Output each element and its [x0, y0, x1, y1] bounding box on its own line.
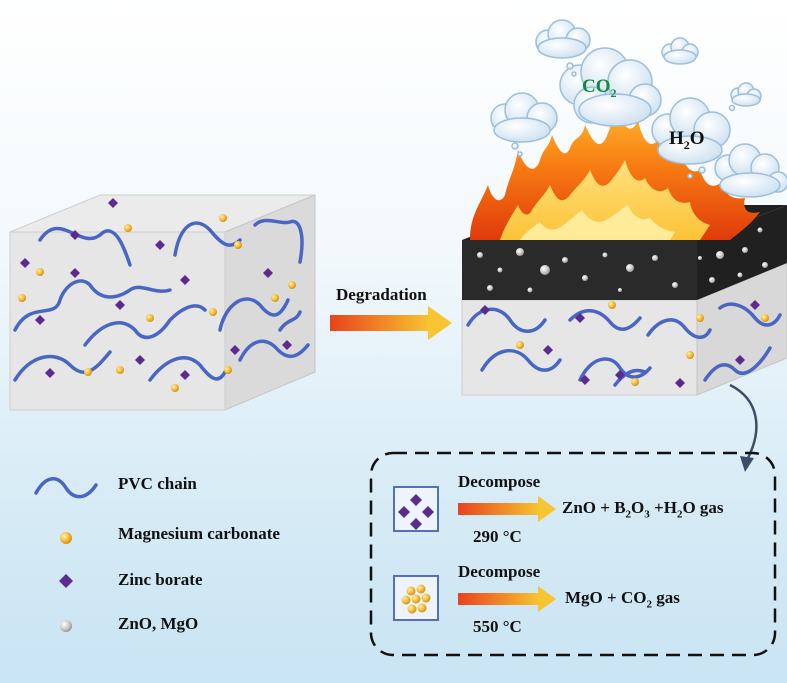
fire — [470, 110, 760, 240]
legend-label-zno-mgo: ZnO, MgO — [118, 614, 199, 633]
cloud — [730, 82, 762, 107]
legend-label-pvc: PVC chain — [118, 474, 197, 493]
h2o-label: H2O — [669, 128, 705, 152]
curved-arrow — [729, 383, 758, 472]
magnesium-carbonate-reactant-icon — [393, 575, 439, 621]
reaction-1-temp: 290 °C — [473, 527, 522, 546]
zno-mgo-particles — [477, 227, 768, 293]
reaction-2-verb: Decompose — [458, 562, 541, 581]
reaction-arrow-1 — [458, 496, 556, 522]
reaction-arrow-2 — [458, 586, 556, 612]
gold-dot-icon — [60, 532, 72, 544]
cloud — [651, 97, 731, 165]
co2-label: CO2 — [582, 76, 617, 100]
smoke-clouds — [490, 19, 787, 198]
reaction-1-verb: Decompose — [458, 472, 541, 491]
gray-dot-icon — [60, 620, 72, 632]
cloud — [535, 19, 591, 59]
reaction-2-temp: 550 °C — [473, 617, 522, 636]
cloud — [559, 47, 662, 127]
pvc-chains — [13, 218, 310, 382]
cloud — [490, 92, 558, 143]
purple-diamond-icon — [59, 574, 73, 588]
cloud — [714, 143, 787, 198]
decomposition-box — [369, 451, 777, 657]
legend-label-zinc-borate: Zinc borate — [118, 570, 203, 589]
reaction-1-product: ZnO + B2O3 +H2O gas — [562, 498, 724, 521]
reaction-2-product: MgO + CO2 gas — [565, 588, 680, 611]
zinc-borate-reactant-icon — [393, 486, 439, 532]
pvc-chains-right — [466, 302, 782, 387]
wavy-line-icon — [34, 477, 98, 499]
legend-label-magnesium-carbonate: Magnesium carbonate — [118, 524, 280, 543]
pvc-block — [9, 194, 316, 411]
magnesium-carbonate-particles — [18, 214, 296, 392]
degradation-arrow — [330, 306, 452, 340]
cloud — [661, 37, 699, 65]
zinc-borate-particles — [20, 198, 292, 380]
degradation-label: Degradation — [336, 285, 427, 304]
